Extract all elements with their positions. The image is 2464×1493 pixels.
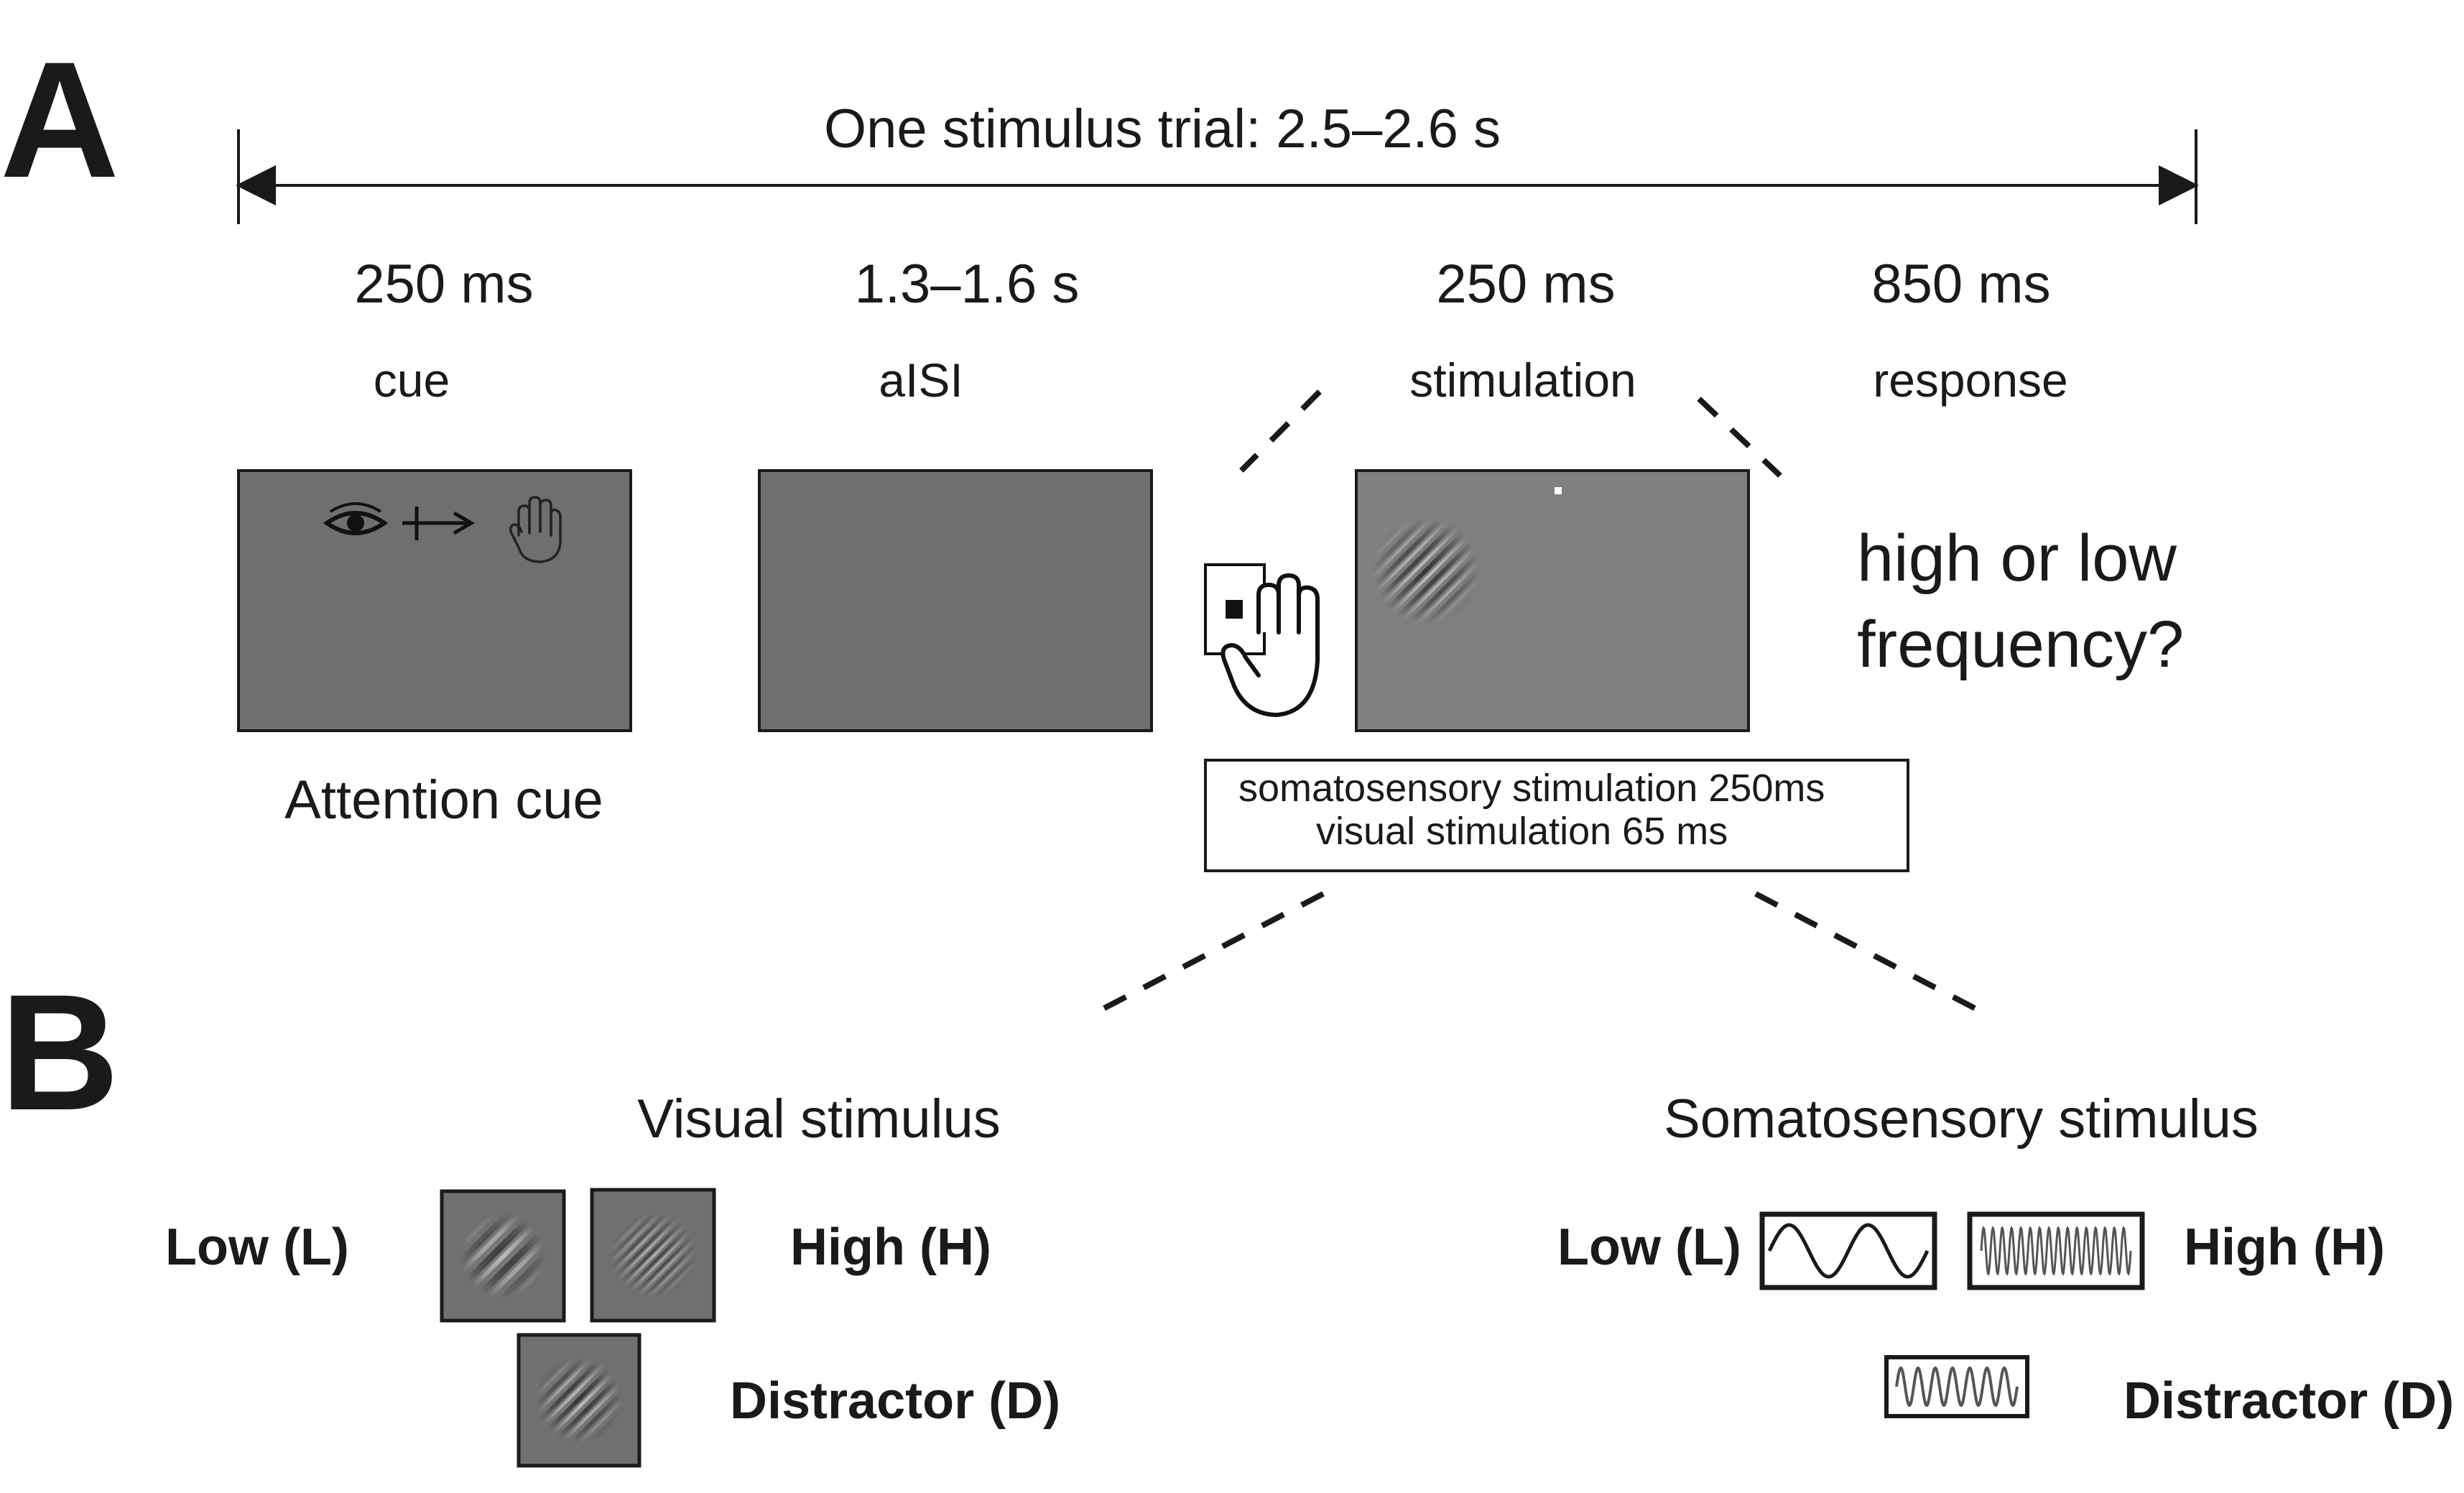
stimulation-duration-box	[1204, 759, 1909, 872]
panel-a-letter: A	[0, 27, 120, 212]
somatosensory-stimulation-duration: somatosensory stimulation 250ms	[1238, 767, 1825, 810]
fixation-dot	[1555, 487, 1562, 494]
somato-low-waveform	[1759, 1211, 1937, 1290]
stimulation-phase-label: stimulation	[1409, 353, 1636, 407]
hand-icon-small	[509, 496, 562, 563]
trial-duration-label: One stimulus trial: 2.5–2.6 s	[824, 98, 1501, 160]
response-question-line1: high or low	[1857, 522, 2177, 595]
cue-arrow-icon	[402, 507, 475, 540]
panel-b-letter: B	[0, 960, 120, 1145]
aisi-phase-label: aISI	[879, 353, 963, 407]
hand-stimulator-icon	[1204, 563, 1320, 717]
trial-duration-arrow	[236, 129, 2199, 224]
eye-icon	[323, 502, 389, 535]
somatosensory-stimulus-title: Somatosensory stimulus	[1664, 1088, 2259, 1150]
somato-high-label: High (H)	[2184, 1219, 2385, 1276]
visual-distractor-patch	[517, 1333, 642, 1468]
stimulation-duration: 250 ms	[1436, 254, 1616, 315]
cue-screen	[237, 469, 632, 732]
response-question-line2: frequency?	[1857, 608, 2185, 681]
visual-low-patch	[440, 1189, 566, 1323]
aisi-screen	[758, 469, 1153, 732]
attention-cue-caption: Attention cue	[284, 769, 603, 831]
zoom-dashed-lines-bottom	[1096, 891, 1983, 1014]
cue-phase-label: cue	[373, 353, 450, 407]
visual-distractor-label: Distractor (D)	[730, 1372, 1061, 1430]
visual-stimulation-duration: visual stimulation 65 ms	[1316, 810, 1728, 853]
visual-low-label: Low (L)	[165, 1219, 349, 1276]
visual-high-patch	[590, 1188, 716, 1323]
gabor-patch	[1372, 517, 1480, 625]
stimulation-screen	[1355, 469, 1750, 732]
visual-high-label: High (H)	[790, 1219, 991, 1276]
aisi-duration: 1.3–1.6 s	[854, 254, 1080, 315]
response-phase-label: response	[1873, 353, 2068, 407]
zoom-dashed-lines-top	[1239, 389, 1782, 478]
somato-distractor-waveform	[1884, 1355, 2029, 1418]
somato-high-waveform	[1967, 1211, 2145, 1290]
cue-duration: 250 ms	[354, 254, 534, 315]
response-duration: 850 ms	[1871, 254, 2051, 315]
somato-distractor-label: Distractor (D)	[2123, 1372, 2455, 1430]
visual-stimulus-title: Visual stimulus	[637, 1088, 1001, 1150]
somato-low-label: Low (L)	[1557, 1219, 1741, 1276]
